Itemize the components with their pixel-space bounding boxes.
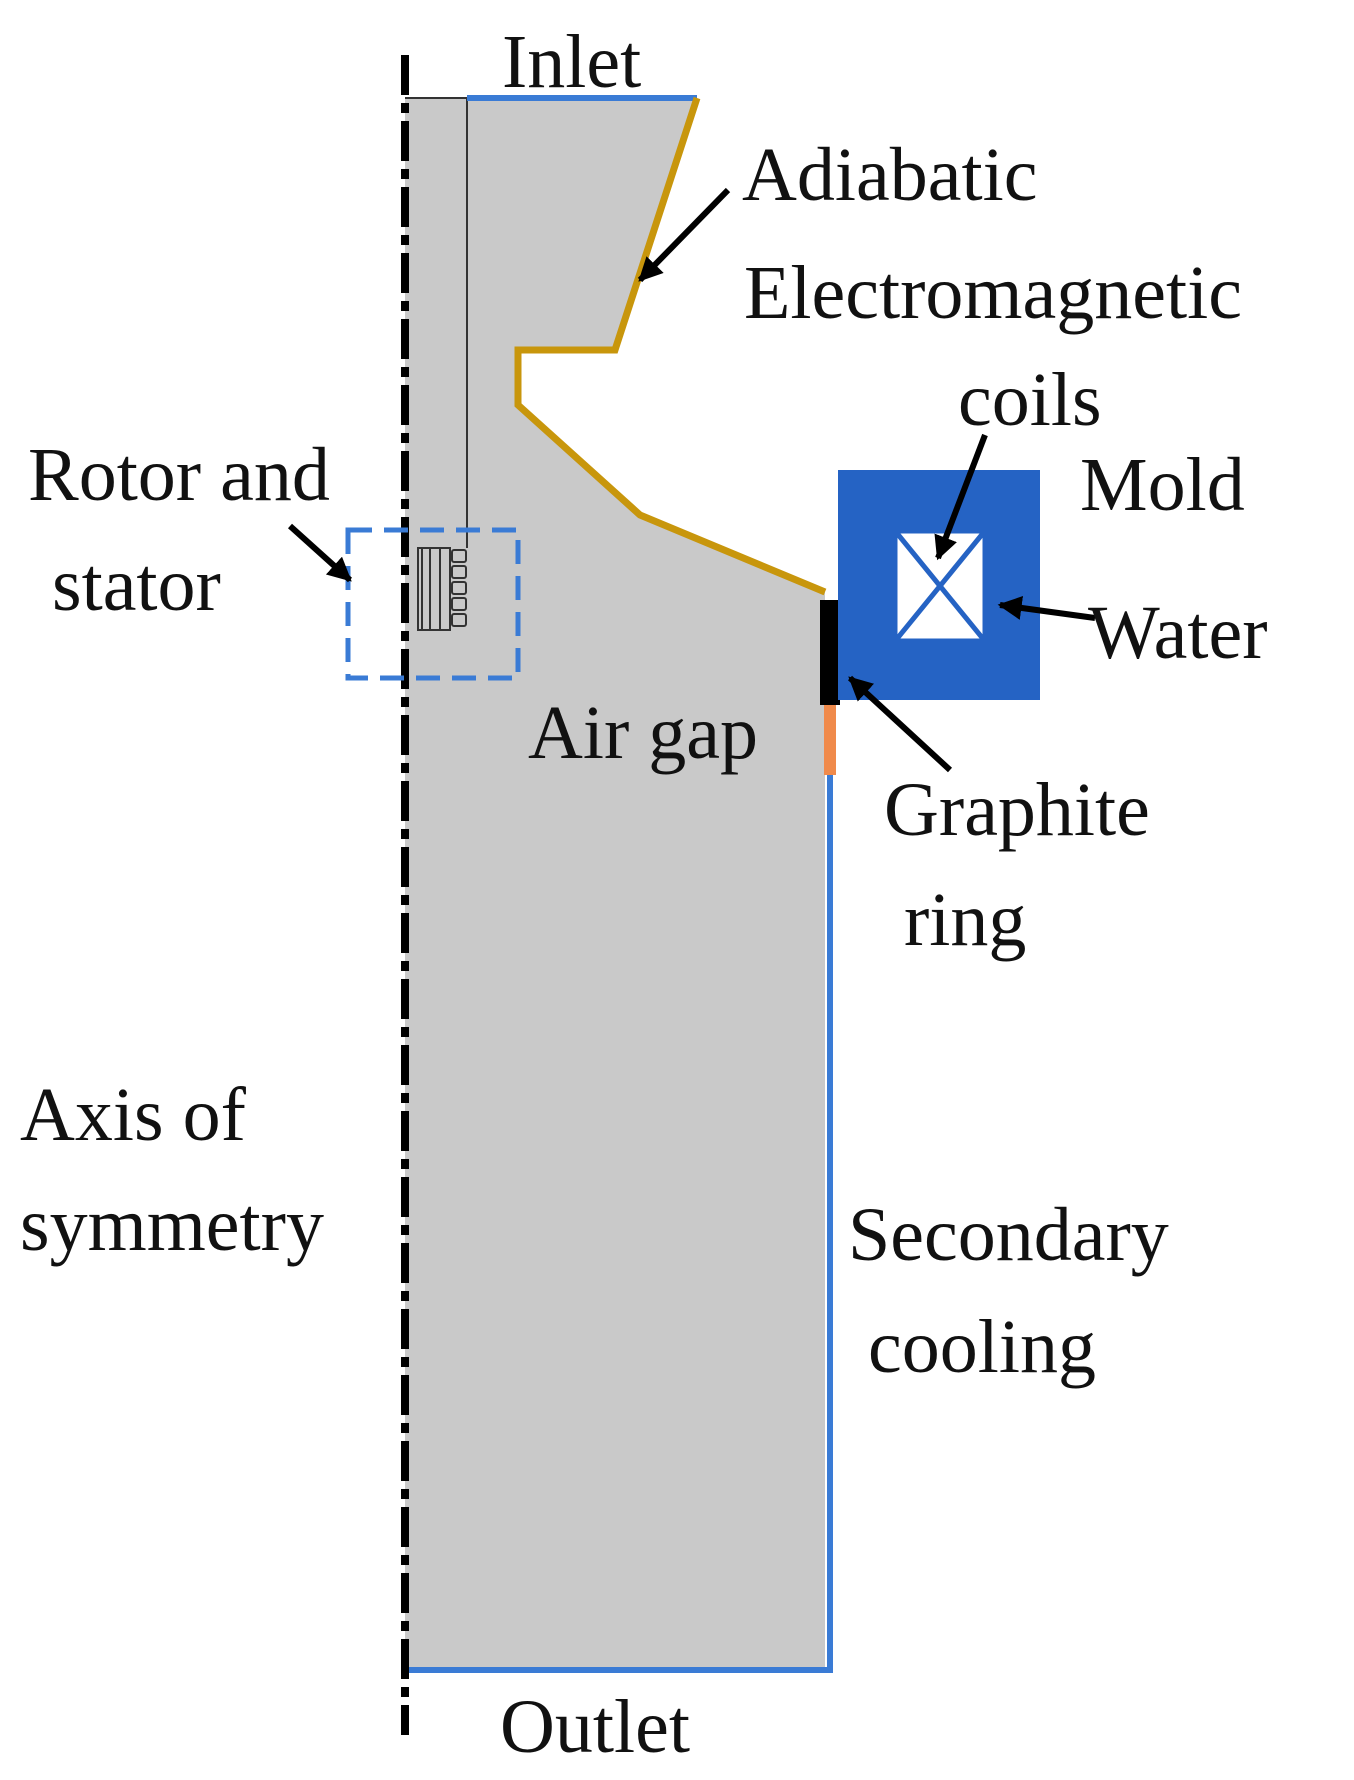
water-arrow — [997, 596, 1096, 621]
rotor-stator-box — [345, 527, 521, 681]
coils-label: coils — [958, 358, 1102, 442]
adiabatic-arrow — [637, 187, 731, 283]
ring-label: ring — [904, 878, 1026, 962]
melt-domain — [405, 98, 825, 1668]
air-gap — [824, 705, 836, 775]
adiabatic-label: Adiabatic — [742, 133, 1037, 217]
rotor-stator-detail — [417, 547, 467, 631]
graphite-ring-arrow — [847, 675, 953, 773]
water-label: Water — [1088, 591, 1268, 675]
outlet-label: Outlet — [500, 1685, 690, 1769]
inlet-label: Inlet — [502, 20, 641, 104]
cooling-label: cooling — [868, 1305, 1096, 1389]
rotor-and-label: Rotor and — [28, 433, 330, 517]
axis-of-label: Axis of — [20, 1073, 247, 1157]
rotor-stator-arrow — [287, 523, 353, 583]
graphite-label: Graphite — [884, 768, 1150, 852]
graphite-ring — [820, 600, 840, 705]
electromagnetic-label: Electromagnetic — [744, 251, 1242, 335]
adiabatic-boundary — [514, 96, 827, 596]
stator-label: stator — [52, 543, 221, 627]
coil-cross-2 — [894, 530, 986, 642]
mold-label: Mold — [1080, 443, 1245, 527]
secondary-label: Secondary — [848, 1193, 1169, 1277]
symmetry-label: symmetry — [20, 1183, 324, 1267]
coils-arrow — [934, 433, 988, 561]
air-gap-label: Air gap — [528, 691, 758, 775]
